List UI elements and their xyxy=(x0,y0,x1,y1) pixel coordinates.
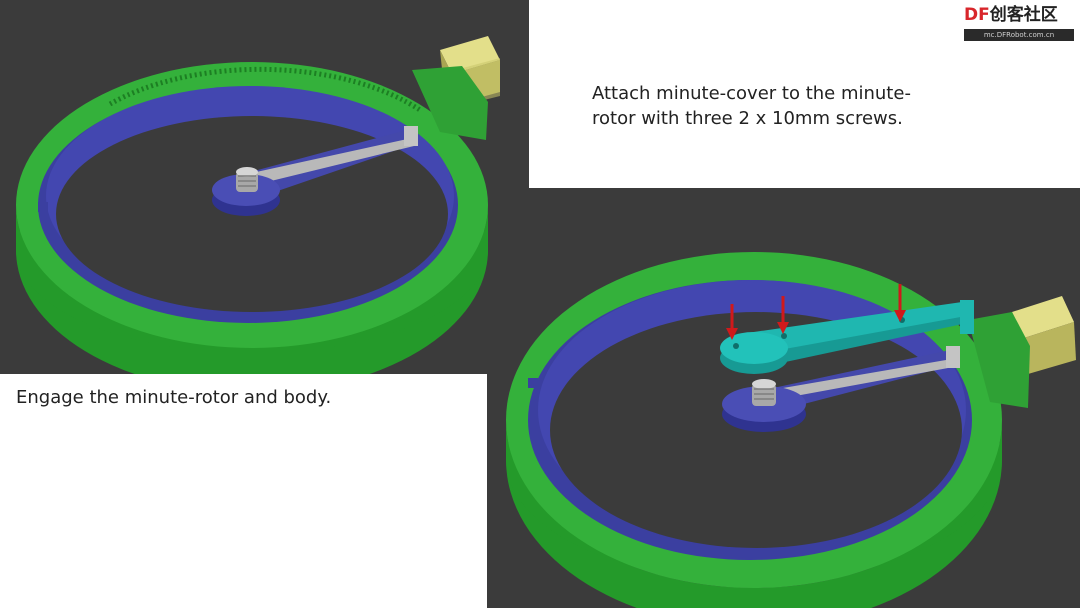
screw-arrow xyxy=(894,284,906,322)
left-ring-outer-side xyxy=(16,205,488,393)
left-mount-block xyxy=(412,66,488,140)
screw-arrow xyxy=(726,304,738,340)
right-assembly xyxy=(506,252,1076,608)
logo-brand-cn: 创客社区 xyxy=(989,5,1058,25)
logo-url: mc.DFRobot.com.cn xyxy=(964,29,1074,41)
left-assembly xyxy=(16,36,500,393)
logo-brand: DF xyxy=(964,5,990,25)
logo-wordmark: DF创客社区 xyxy=(964,4,1074,26)
dfrobot-logo: DF创客社区 mc.DFRobot.com.cn xyxy=(964,4,1074,42)
instruction-text-engage-rotor: Engage the minute-rotor and body. xyxy=(16,387,332,408)
left-gear xyxy=(236,167,258,192)
screw-arrow xyxy=(777,296,789,334)
right-gear xyxy=(752,379,776,406)
minute-cover xyxy=(720,300,974,374)
instruction-text-attach-cover: Attach minute-cover to the minute-rotor … xyxy=(592,83,911,129)
right-mount-block xyxy=(968,312,1030,408)
caption-panel-bottom xyxy=(0,374,487,608)
